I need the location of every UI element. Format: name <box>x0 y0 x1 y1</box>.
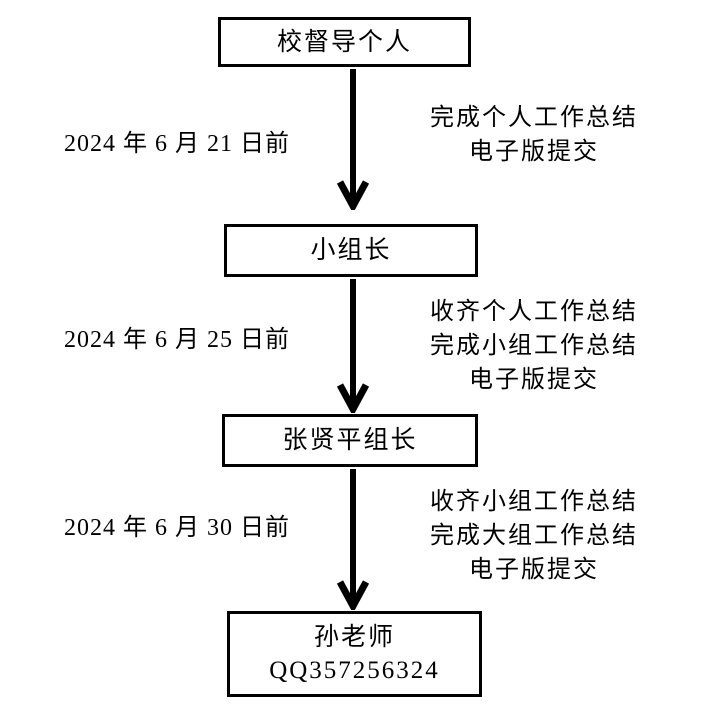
task-note-3: 收齐小组工作总结 完成大组工作总结 电子版提交 <box>408 485 660 587</box>
task-note-1: 完成个人工作总结 电子版提交 <box>408 101 660 169</box>
flow-node-zhangxianping-leader: 张贤平组长 <box>222 414 478 467</box>
flow-node-small-group-leader: 小组长 <box>224 224 478 277</box>
task-line: 收齐小组工作总结 <box>430 489 638 515</box>
arrow-down-icon <box>336 469 370 610</box>
node-label: 小组长 <box>310 237 392 264</box>
node-label: 张贤平组长 <box>282 427 418 454</box>
node-label: 孙老师 <box>313 624 395 651</box>
task-line: 电子版提交 <box>469 367 599 393</box>
deadline-label-2: 2024 年 6 月 25 日前 <box>64 327 290 353</box>
task-line: 完成个人工作总结 <box>430 105 638 131</box>
deadline-label-3: 2024 年 6 月 30 日前 <box>64 515 290 541</box>
task-note-2: 收齐个人工作总结 完成小组工作总结 电子版提交 <box>408 295 660 397</box>
task-line: 完成大组工作总结 <box>430 523 638 549</box>
task-line: 电子版提交 <box>469 557 599 583</box>
task-line: 完成小组工作总结 <box>430 333 638 359</box>
task-line: 电子版提交 <box>469 139 599 165</box>
flow-node-supervisor-individual: 校督导个人 <box>218 17 471 67</box>
node-label: 校督导个人 <box>276 28 412 56</box>
task-line: 收齐个人工作总结 <box>430 299 638 325</box>
flow-node-teacher-sun: 孙老师 QQ357256324 <box>227 611 482 697</box>
node-sublabel-qq: QQ357256324 <box>269 657 440 684</box>
arrow-down-icon <box>336 69 370 210</box>
deadline-label-1: 2024 年 6 月 21 日前 <box>64 131 290 157</box>
arrow-down-icon <box>336 279 370 413</box>
